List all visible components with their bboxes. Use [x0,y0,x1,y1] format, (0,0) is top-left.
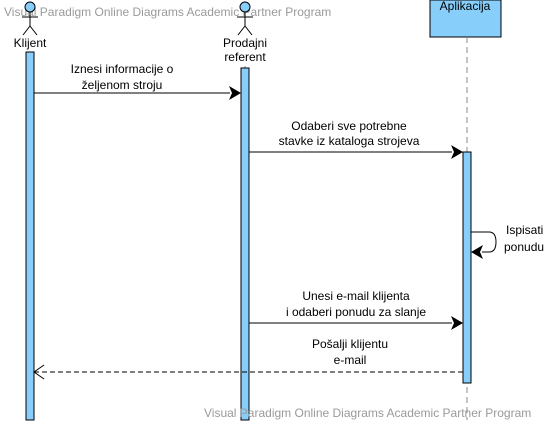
message-posalji-email[interactable]: Pošalji klijentu e-mail [33,337,463,380]
object-aplikacija-label: Aplikacija [440,0,491,13]
message-label-line1: Unesi e-mail klijenta [302,289,410,303]
message-iznesi-informacije[interactable]: Iznesi informacije o željenom stroju [34,62,241,100]
arrowhead-open-icon [33,364,45,380]
actor-referent-label-line2: referent [224,50,266,64]
object-aplikacija-box [429,0,502,38]
message-label-line2: ponudu [504,240,544,254]
activation-referent[interactable] [240,67,250,421]
actor-prodajni-referent[interactable]: Prodajni referent [223,1,267,64]
stick-figure-icon [22,1,38,36]
actor-referent-label-line1: Prodajni [223,36,267,50]
message-label-line2: stavke iz kataloga strojeva [279,134,420,148]
message-label-line2: željenom stroju [82,78,163,92]
stick-figure-icon [237,1,253,36]
activation-klijent[interactable] [25,51,35,421]
message-label-line1: Ispisati [506,223,543,237]
message-label-line2: e-mail [334,353,367,367]
arrowhead-filled-icon [451,316,463,330]
message-label-line2: i odaberi ponudu za slanje [286,305,426,319]
object-aplikacija[interactable]: Aplikacija [429,0,502,38]
message-unesi-email[interactable]: Unesi e-mail klijenta i odaberi ponudu z… [249,289,463,330]
actor-klijent-label: Klijent [14,36,47,50]
arrowhead-filled-icon [229,86,241,100]
arrowhead-filled-icon [451,145,463,159]
message-ispisati-ponudu[interactable]: Ispisati ponudu [471,223,544,259]
message-label-line1: Pošalji klijentu [312,337,388,351]
actor-klijent[interactable]: Klijent [14,1,47,50]
self-message-loop [471,231,497,253]
message-label-line1: Iznesi informacije o [71,62,174,76]
message-label-line1: Odaberi sve potrebne [291,119,407,133]
message-odaberi-stavke[interactable]: Odaberi sve potrebne stavke iz kataloga … [249,119,463,159]
watermark-top: Visual Paradigm Online Diagrams Academic… [4,5,331,19]
activation-aplikacija[interactable] [462,151,472,384]
arrowhead-filled-icon [471,245,483,259]
watermark-bottom: Visual Paradigm Online Diagrams Academic… [204,406,531,420]
